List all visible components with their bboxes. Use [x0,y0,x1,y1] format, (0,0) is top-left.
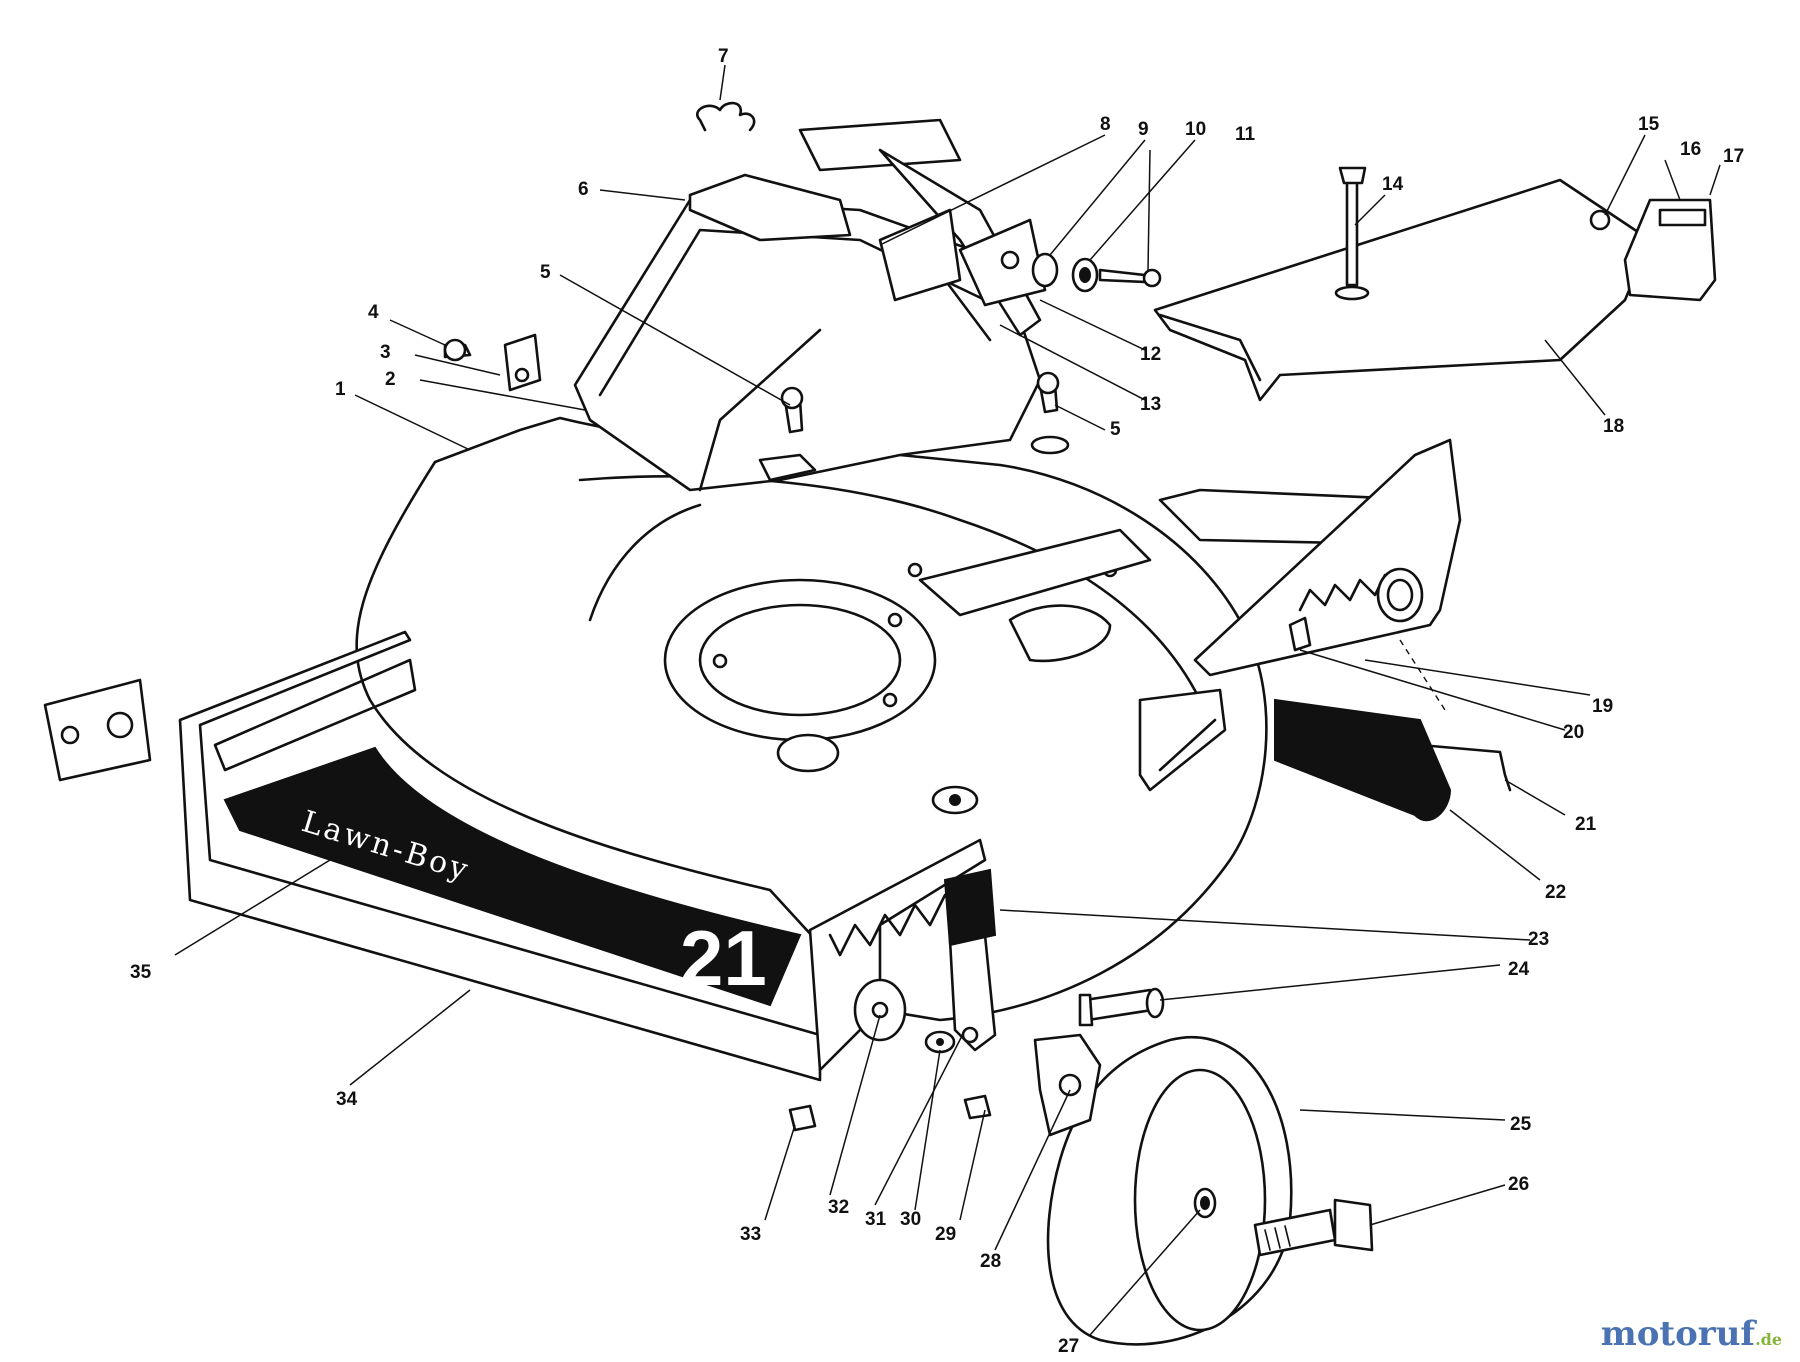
pivot-hardware [1031,252,1162,293]
left-front-bracket [43,678,152,782]
callout-35: 35 [130,962,152,983]
watermark-brand: motoruf [1600,1314,1756,1354]
washers-nuts [788,1030,992,1132]
callout-17: 17 [1723,146,1744,167]
wheel-axle-bolt [1078,987,1165,1027]
callout-5-top: 5 [540,262,551,283]
callout-26: 26 [1508,1174,1529,1195]
callout-34: 34 [336,1089,358,1110]
callout-numbers: 1 2 3 4 5 5 6 7 8 9 10 11 12 13 14 15 16… [130,46,1744,1357]
latch-plate [878,208,1047,307]
callout-4: 4 [368,302,379,323]
spring [696,101,756,132]
leader-lines [174,64,1721,1336]
callout-18: 18 [1603,416,1624,437]
adjuster-lever [943,868,997,1052]
rear-door-hinge [1589,198,1717,302]
callout-19: 19 [1592,696,1613,717]
callout-6: 6 [578,179,589,200]
callout-14: 14 [1382,174,1404,195]
callout-22: 22 [1545,882,1566,903]
chute-screws [758,371,1070,482]
rear-flap [1274,639,1512,822]
callout-33: 33 [740,1224,761,1245]
deck-decal: Lawn-Boy 21 [223,746,802,1007]
callout-23: 23 [1528,929,1549,950]
callout-7: 7 [718,46,729,67]
axle-bolt [1253,1198,1374,1257]
watermark: motoruf.de [1601,1314,1782,1354]
callout-12: 12 [1140,344,1161,365]
rear-frame [1193,438,1462,677]
callout-8: 8 [1100,114,1111,135]
callout-31: 31 [865,1209,887,1230]
callout-30: 30 [900,1209,921,1230]
front-wheel [1046,1035,1293,1346]
callout-28: 28 [980,1251,1001,1272]
callout-13: 13 [1140,394,1161,415]
watermark-tld: .de [1755,1330,1782,1349]
callout-1: 1 [335,379,346,400]
wheel-bracket [1033,1033,1102,1137]
callout-27: 27 [1058,1336,1079,1357]
deck-decal-badge: 21 [680,914,767,1002]
callout-9: 9 [1138,119,1149,140]
callout-24: 24 [1508,959,1530,980]
callout-11: 11 [1235,124,1256,145]
callout-20: 20 [1563,722,1584,743]
callout-3: 3 [380,342,391,363]
rear-door [1153,166,1652,402]
callout-2: 2 [385,369,396,390]
front-height-adjuster [808,838,987,1072]
left-bracket [443,333,542,392]
callout-21: 21 [1575,814,1597,835]
callout-32: 32 [828,1197,849,1218]
callout-10: 10 [1185,119,1206,140]
front-skirt [178,630,822,1082]
callout-15: 15 [1638,114,1660,135]
callout-5-right: 5 [1110,419,1121,440]
callout-29: 29 [935,1224,956,1245]
callout-16: 16 [1680,139,1701,160]
callout-25: 25 [1510,1114,1532,1135]
